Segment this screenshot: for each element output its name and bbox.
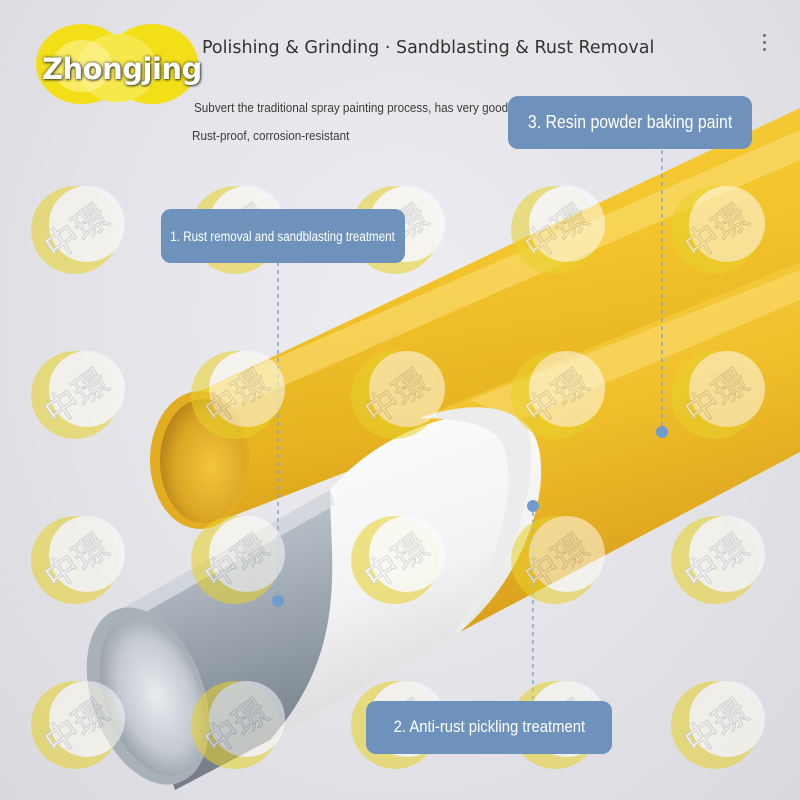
callout-pickling: 2. Anti-rust pickling treatment	[366, 701, 612, 754]
watermark-tile: 中璟	[191, 516, 285, 604]
leader-dot-2	[527, 500, 539, 512]
watermark-tile: 中璟	[671, 351, 765, 439]
watermark-tile: 中璟	[31, 351, 125, 439]
watermark-tile: 中璟	[511, 351, 605, 439]
watermark-tile: 中璟	[351, 351, 445, 439]
watermark-tile: 中璟	[671, 681, 765, 769]
watermark-tile: 中璟	[191, 351, 285, 439]
watermark-tile: 中璟	[671, 186, 765, 274]
watermark-tile: 中璟	[191, 681, 285, 769]
brand-name: Zhongjing	[42, 52, 202, 86]
callout-pickling-text: 2. Anti-rust pickling treatment	[393, 718, 585, 736]
subtitle-line-1: Subvert the traditional spray painting p…	[194, 100, 509, 115]
watermark-tile: 中璟	[31, 516, 125, 604]
brand-logo	[36, 24, 198, 104]
watermark-tile: 中璟	[31, 186, 125, 274]
more-vert-icon[interactable]	[760, 34, 768, 52]
watermark-tile: 中璟	[351, 516, 445, 604]
watermark-tile: 中璟	[671, 516, 765, 604]
callout-sandblasting-text: 1. Rust removal and sandblasting treatme…	[170, 228, 396, 244]
watermark-tile: 中璟	[511, 516, 605, 604]
leader-dot-1	[272, 595, 284, 607]
watermark-tile: 中璟	[511, 186, 605, 274]
callout-baking-paint-text: 3. Resin powder baking paint	[527, 112, 733, 132]
watermark-tile: 中璟	[31, 681, 125, 769]
leader-dot-3	[656, 426, 668, 438]
callout-sandblasting: 1. Rust removal and sandblasting treatme…	[161, 209, 405, 263]
headline: Polishing & Grinding · Sandblasting & Ru…	[202, 38, 655, 58]
subtitle-line-2: Rust-proof, corrosion-resistant	[192, 128, 350, 143]
callout-baking-paint: 3. Resin powder baking paint	[508, 96, 752, 149]
